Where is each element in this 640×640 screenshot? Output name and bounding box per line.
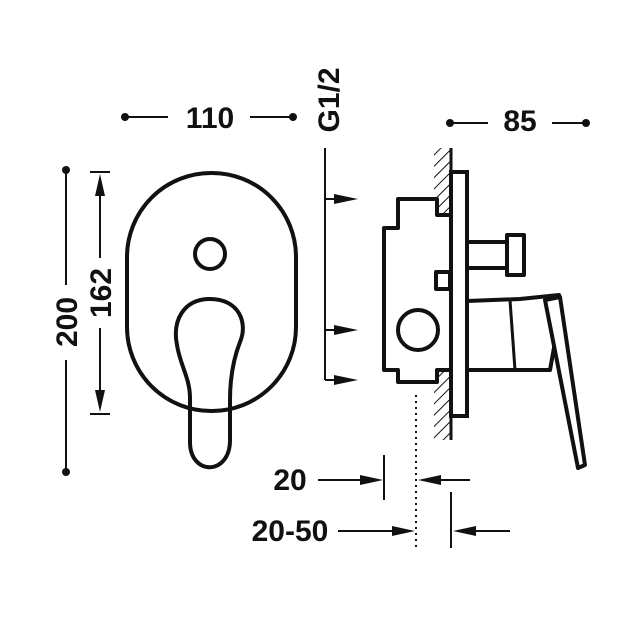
lever-side <box>465 293 587 470</box>
thread-arrows <box>324 148 358 385</box>
thread-arrow <box>334 375 358 385</box>
diverter-knob <box>193 237 227 271</box>
dimension-offsets: 20 20-50 <box>252 395 510 548</box>
dimension-width-label: 110 <box>186 102 234 135</box>
dimension-arrow <box>95 390 105 412</box>
thread-arrow <box>334 325 358 335</box>
dimension-offset-label: 20 <box>273 464 306 497</box>
cover-plate <box>449 170 469 418</box>
thread-label: G1/2 <box>313 67 346 132</box>
dimension-arrow <box>360 475 383 485</box>
dimension-endpoint <box>289 113 297 121</box>
dimension-arrow <box>392 526 415 536</box>
front-plate-oval <box>125 171 298 413</box>
lever-arm-side <box>543 295 587 470</box>
body-cartridge <box>396 308 440 352</box>
dimension-offset-range-label: 20-50 <box>252 515 329 548</box>
dimension-arrow <box>95 174 105 196</box>
lever-detail <box>508 299 517 371</box>
dimension-inner-height-label: 162 <box>85 268 118 318</box>
dimension-total-height-label: 200 <box>51 297 84 347</box>
dimension-width: 110 <box>121 102 297 135</box>
diverter-stem <box>465 240 509 270</box>
dimension-endpoint <box>62 468 70 476</box>
dimension-depth-label: 85 <box>503 105 536 138</box>
dimension-endpoint <box>582 119 590 127</box>
front-view <box>125 171 298 470</box>
lever-handle <box>173 296 245 470</box>
dimension-inner-height: 162 <box>85 171 118 415</box>
dimension-depth: 85 <box>446 105 590 138</box>
dimension-total-height: 200 <box>51 166 84 476</box>
diverter-tip <box>505 233 526 277</box>
body-port <box>434 270 452 291</box>
concealed-body <box>382 197 453 384</box>
dimension-arrow <box>418 475 441 485</box>
dimension-arrow <box>453 526 476 536</box>
thread-arrow <box>334 194 358 204</box>
diverter-side <box>465 233 526 277</box>
